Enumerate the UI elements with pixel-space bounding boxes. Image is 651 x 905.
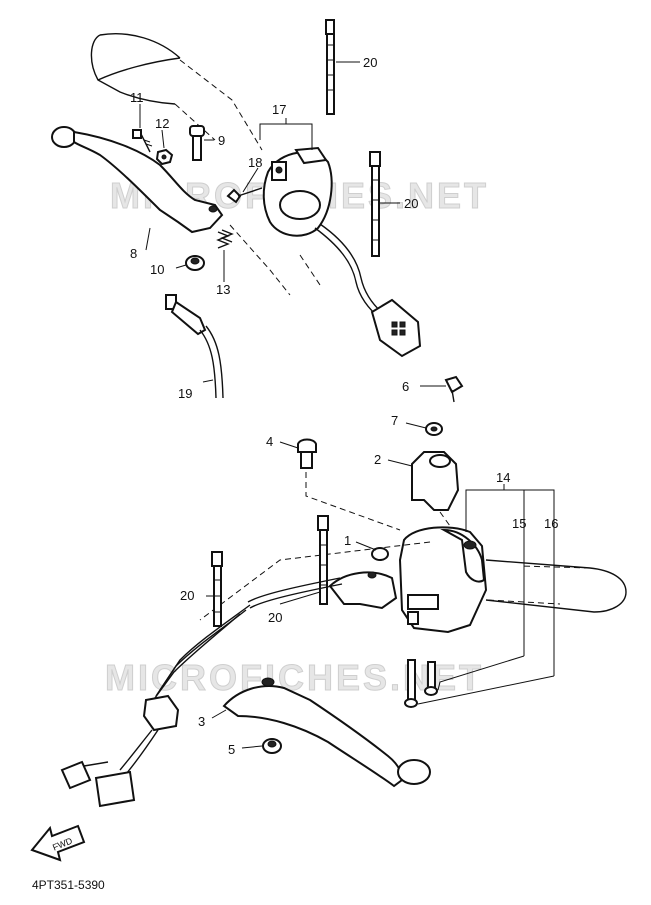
callout-11: 11 [130,90,144,105]
callout-16: 16 [544,516,558,531]
callout-8: 8 [130,246,137,261]
screw-18 [226,187,263,204]
nut-10 [185,255,205,271]
washer-7 [425,422,443,436]
bolt-11 [132,129,153,153]
nut-12 [155,148,174,166]
bottom-wire-harness [60,577,343,808]
screw-6 [444,375,464,403]
holder-2 [411,451,461,541]
bolt-9 [189,125,205,161]
callout-17: 17 [272,102,286,117]
callout-18: 18 [248,155,262,170]
callout-6: 6 [402,379,409,394]
clutch-lever [51,126,224,234]
clutch-switch-19 [165,294,224,399]
callout-20-d: 20 [180,588,194,603]
callout-19: 19 [178,386,192,401]
callout-10: 10 [150,262,164,277]
callout-12: 12 [155,116,169,131]
cable-tie-20-b [369,151,381,257]
callout-7: 7 [391,413,398,428]
callout-numbers: 11 12 9 17 18 20 20 8 10 13 19 6 7 4 2 1… [130,55,558,757]
callout-4: 4 [266,434,273,449]
spring-13 [216,229,234,249]
callout-14: 14 [496,470,510,485]
switch-housing-top [262,146,333,237]
lever-bracket-1 [328,547,398,610]
callout-20-c: 20 [268,610,282,625]
screw-15 [404,659,418,708]
callout-20-b: 20 [404,196,418,211]
leader-lines [139,61,555,749]
nut-5 [262,738,282,754]
screw-16 [424,661,438,696]
pivot-pin-4 [297,438,401,531]
callout-2: 2 [374,452,381,467]
cable-tie-20-d [211,551,223,627]
diagram-code: 4PT351-5390 [32,878,105,892]
brake-lever-3 [222,677,431,788]
handlebar-grip-top [90,33,321,296]
callout-15: 15 [512,516,526,531]
cable-tie-20-a [325,19,335,115]
callout-3: 3 [198,714,205,729]
callout-1: 1 [344,533,351,548]
callout-13: 13 [216,282,230,297]
cable-tie-20-c [317,515,329,605]
callout-9: 9 [218,133,225,148]
callout-20-a: 20 [363,55,377,70]
callout-5: 5 [228,742,235,757]
switch-housing-bottom [398,526,488,634]
fwd-arrow-icon: FWD [30,824,86,862]
switch-wire-harness [314,223,422,358]
